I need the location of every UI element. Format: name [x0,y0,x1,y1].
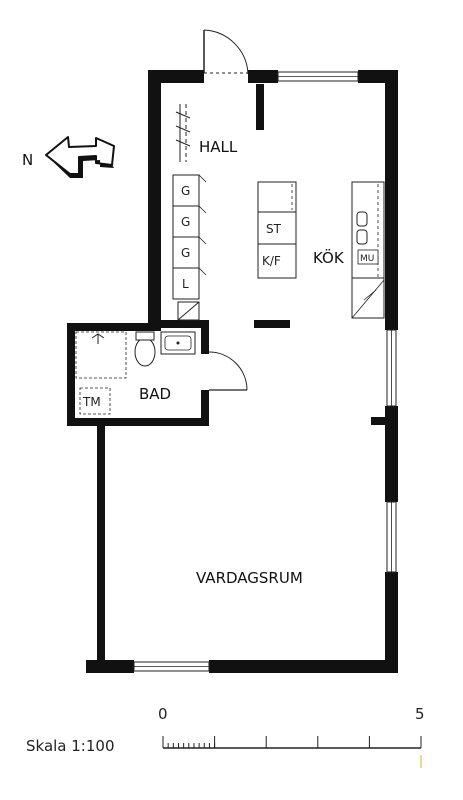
room-label-vardagsrum: VARDAGSRUM [196,569,303,587]
bathroom-fixtures: TM [75,331,196,415]
compass-label: N [22,151,33,169]
bathroom-door [208,351,248,391]
washing-machine-label: TM [82,395,101,409]
dishwasher-label: MU [360,254,374,264]
scale-bar: 0 5 Skala 1:100 [26,705,425,768]
north-arrow-shade [46,155,114,178]
wardrobe-label-3: G [181,246,190,260]
compass: N [22,136,115,178]
window-right-lower [386,501,397,573]
shower-head-icon [91,333,105,344]
wardrobe-label-2: G [181,215,190,229]
room-label-bad: BAD [139,385,171,403]
kitchen-counter: MU [351,181,385,319]
room-label-hall: HALL [199,138,238,156]
scale-label: Skala 1:100 [26,737,115,755]
stove-label: ST [266,222,282,236]
toilet-icon [134,337,156,367]
sink-icon [356,211,368,227]
window-bottom [133,661,210,672]
scale-end-label: 5 [415,705,425,723]
scale-start-label: 0 [158,705,168,723]
wardrobe-label-1: G [181,184,190,198]
wardrobes: G G G L [172,174,207,321]
coat-rack [175,104,191,162]
shower-area [75,331,127,379]
window-top [277,71,359,82]
exterior-walls [86,70,398,673]
window-right-upper [386,329,397,407]
entrance-door [203,29,249,75]
room-label-kok: KÖK [313,248,345,267]
kitchen-appliances: ST K/F [257,181,297,279]
bathroom-walls [67,320,209,426]
wardrobe-label-4: L [182,277,189,291]
washing-machine-box [79,387,111,415]
fridge-freezer-label: K/F [262,254,281,268]
interior-stubs [254,84,385,425]
